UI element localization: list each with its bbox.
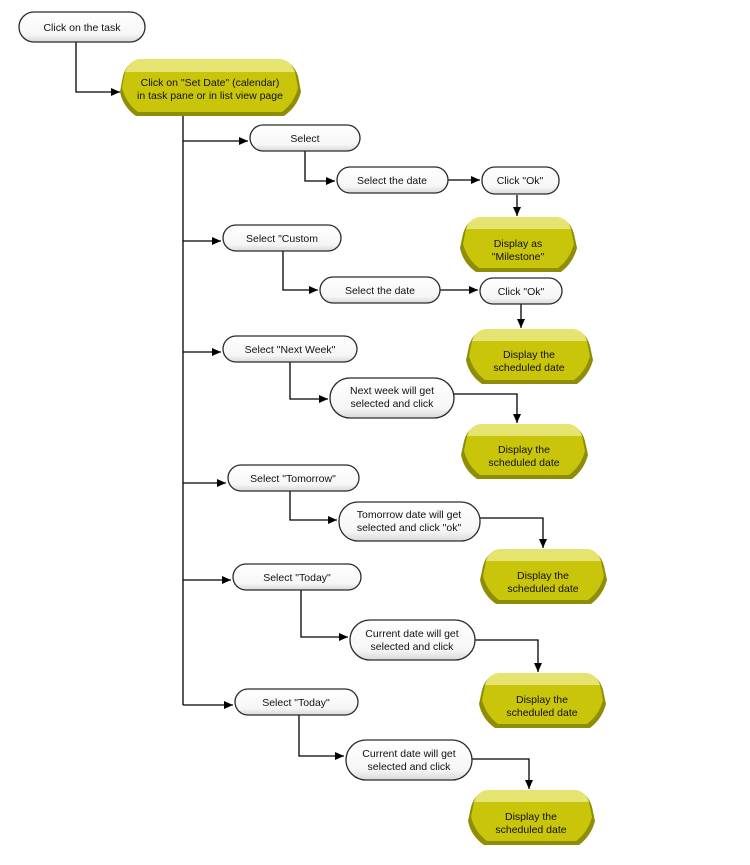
connectors bbox=[75, 42, 547, 789]
branch4-result-line2: scheduled date bbox=[507, 583, 578, 595]
branch2-ok-label: Click "Ok" bbox=[498, 286, 545, 298]
connector-start-to-set-date bbox=[75, 42, 120, 96]
branch4-step-node: Tomorrow date will get selected and clic… bbox=[338, 501, 481, 542]
connector-branch5-select-to-step bbox=[300, 590, 348, 641]
branch6-select-label: Select "Today" bbox=[262, 697, 330, 709]
branch6-result-node: Display the scheduled date bbox=[468, 790, 595, 845]
branch2-result-line1: Display the bbox=[503, 349, 555, 361]
branch6-result-line2: scheduled date bbox=[495, 824, 566, 836]
start-node: Click on the task bbox=[18, 11, 146, 43]
connector-branch1-select-to-step bbox=[304, 151, 335, 185]
branch5-step-node: Current date will get selected and click bbox=[349, 619, 476, 661]
branch3-result-line2: scheduled date bbox=[488, 457, 559, 469]
branch5-select-node: Select "Today" bbox=[232, 563, 362, 591]
branch4-select-label: Select "Tomorrow" bbox=[250, 473, 336, 485]
branch2-step-label: Select the date bbox=[345, 285, 415, 297]
branch3-step-line2: selected and click bbox=[351, 398, 435, 410]
connector-branch6-step-to-result bbox=[472, 758, 533, 789]
branch1-select-node: Select bbox=[249, 124, 361, 152]
branch4-result-line1: Display the bbox=[517, 570, 569, 582]
start-node-label: Click on the task bbox=[43, 22, 121, 34]
branch1-select-label: Select bbox=[290, 133, 319, 145]
branch6-step-line1: Current date will get bbox=[362, 748, 455, 760]
branch2-select-node: Select "Custom bbox=[222, 224, 342, 252]
branch1-result-line1: Display as bbox=[494, 238, 542, 250]
branch3-result-line1: Display the bbox=[498, 444, 550, 456]
branch2-result-node: Display the scheduled date bbox=[466, 329, 593, 384]
branch6-result-line1: Display the bbox=[505, 811, 557, 823]
branch2-select-label: Select "Custom bbox=[246, 233, 318, 245]
set-date-node-shape bbox=[122, 59, 298, 112]
branch5-result-node: Display the scheduled date bbox=[479, 673, 606, 728]
branch3-select-node: Select "Next Week" bbox=[222, 335, 358, 363]
branch6-step-node: Current date will get selected and click bbox=[345, 739, 473, 781]
branch4-result-node: Display the scheduled date bbox=[480, 549, 607, 604]
set-date-node-highlight bbox=[125, 59, 295, 72]
branch6-step-line2: selected and click bbox=[368, 761, 452, 773]
branch4-step-line2: selected and click "ok" bbox=[357, 522, 462, 534]
set-date-node-line2: in task pane or in list view page bbox=[137, 90, 283, 102]
connector-branch5-step-to-result bbox=[475, 639, 542, 672]
start-node-shape bbox=[18, 11, 146, 43]
connector-branch3-step-to-result bbox=[454, 393, 521, 423]
connector-branch6-select-to-step bbox=[298, 715, 344, 760]
branch5-result-line2: scheduled date bbox=[506, 707, 577, 719]
branch5-step-line2: selected and click bbox=[371, 641, 455, 653]
branch6-select-node: Select "Today" bbox=[234, 688, 359, 716]
branch5-step-line1: Current date will get bbox=[365, 628, 458, 640]
connector-branch2-select-to-step bbox=[282, 251, 318, 294]
branch2-ok-node: Click "Ok" bbox=[479, 277, 563, 305]
branch1-result-node: Display as "Milestone" bbox=[460, 217, 577, 272]
set-date-node: Click on "Set Date" (calendar) in task p… bbox=[120, 59, 301, 116]
branch3-result-node: Display the scheduled date bbox=[461, 424, 588, 479]
branch1-ok-label: Click "Ok" bbox=[497, 175, 544, 187]
branch5-select-label: Select "Today" bbox=[263, 572, 331, 584]
connector-branch4-select-to-step bbox=[289, 490, 337, 524]
connector-branch4-step-to-result bbox=[480, 517, 547, 548]
set-date-node-line1: Click on "Set Date" (calendar) bbox=[141, 77, 280, 89]
branch1-ok-node: Click "Ok" bbox=[481, 166, 560, 195]
branch5-result-line1: Display the bbox=[516, 694, 568, 706]
connector-branch3-select-to-step bbox=[289, 362, 328, 403]
branch1-result-line2: "Milestone" bbox=[492, 251, 545, 263]
branch3-step-node: Next week will get selected and click bbox=[329, 377, 455, 419]
branch2-result-line2: scheduled date bbox=[493, 362, 564, 374]
branch1-step-node: Select the date bbox=[336, 166, 449, 194]
branch4-step-line1: Tomorrow date will get bbox=[357, 509, 462, 521]
branch2-step-node: Select the date bbox=[319, 276, 441, 304]
branch3-step-line1: Next week will get bbox=[350, 385, 434, 397]
branch4-select-node: Select "Tomorrow" bbox=[227, 464, 360, 492]
branch1-step-label: Select the date bbox=[357, 175, 427, 187]
branch3-select-label: Select "Next Week" bbox=[245, 344, 336, 356]
